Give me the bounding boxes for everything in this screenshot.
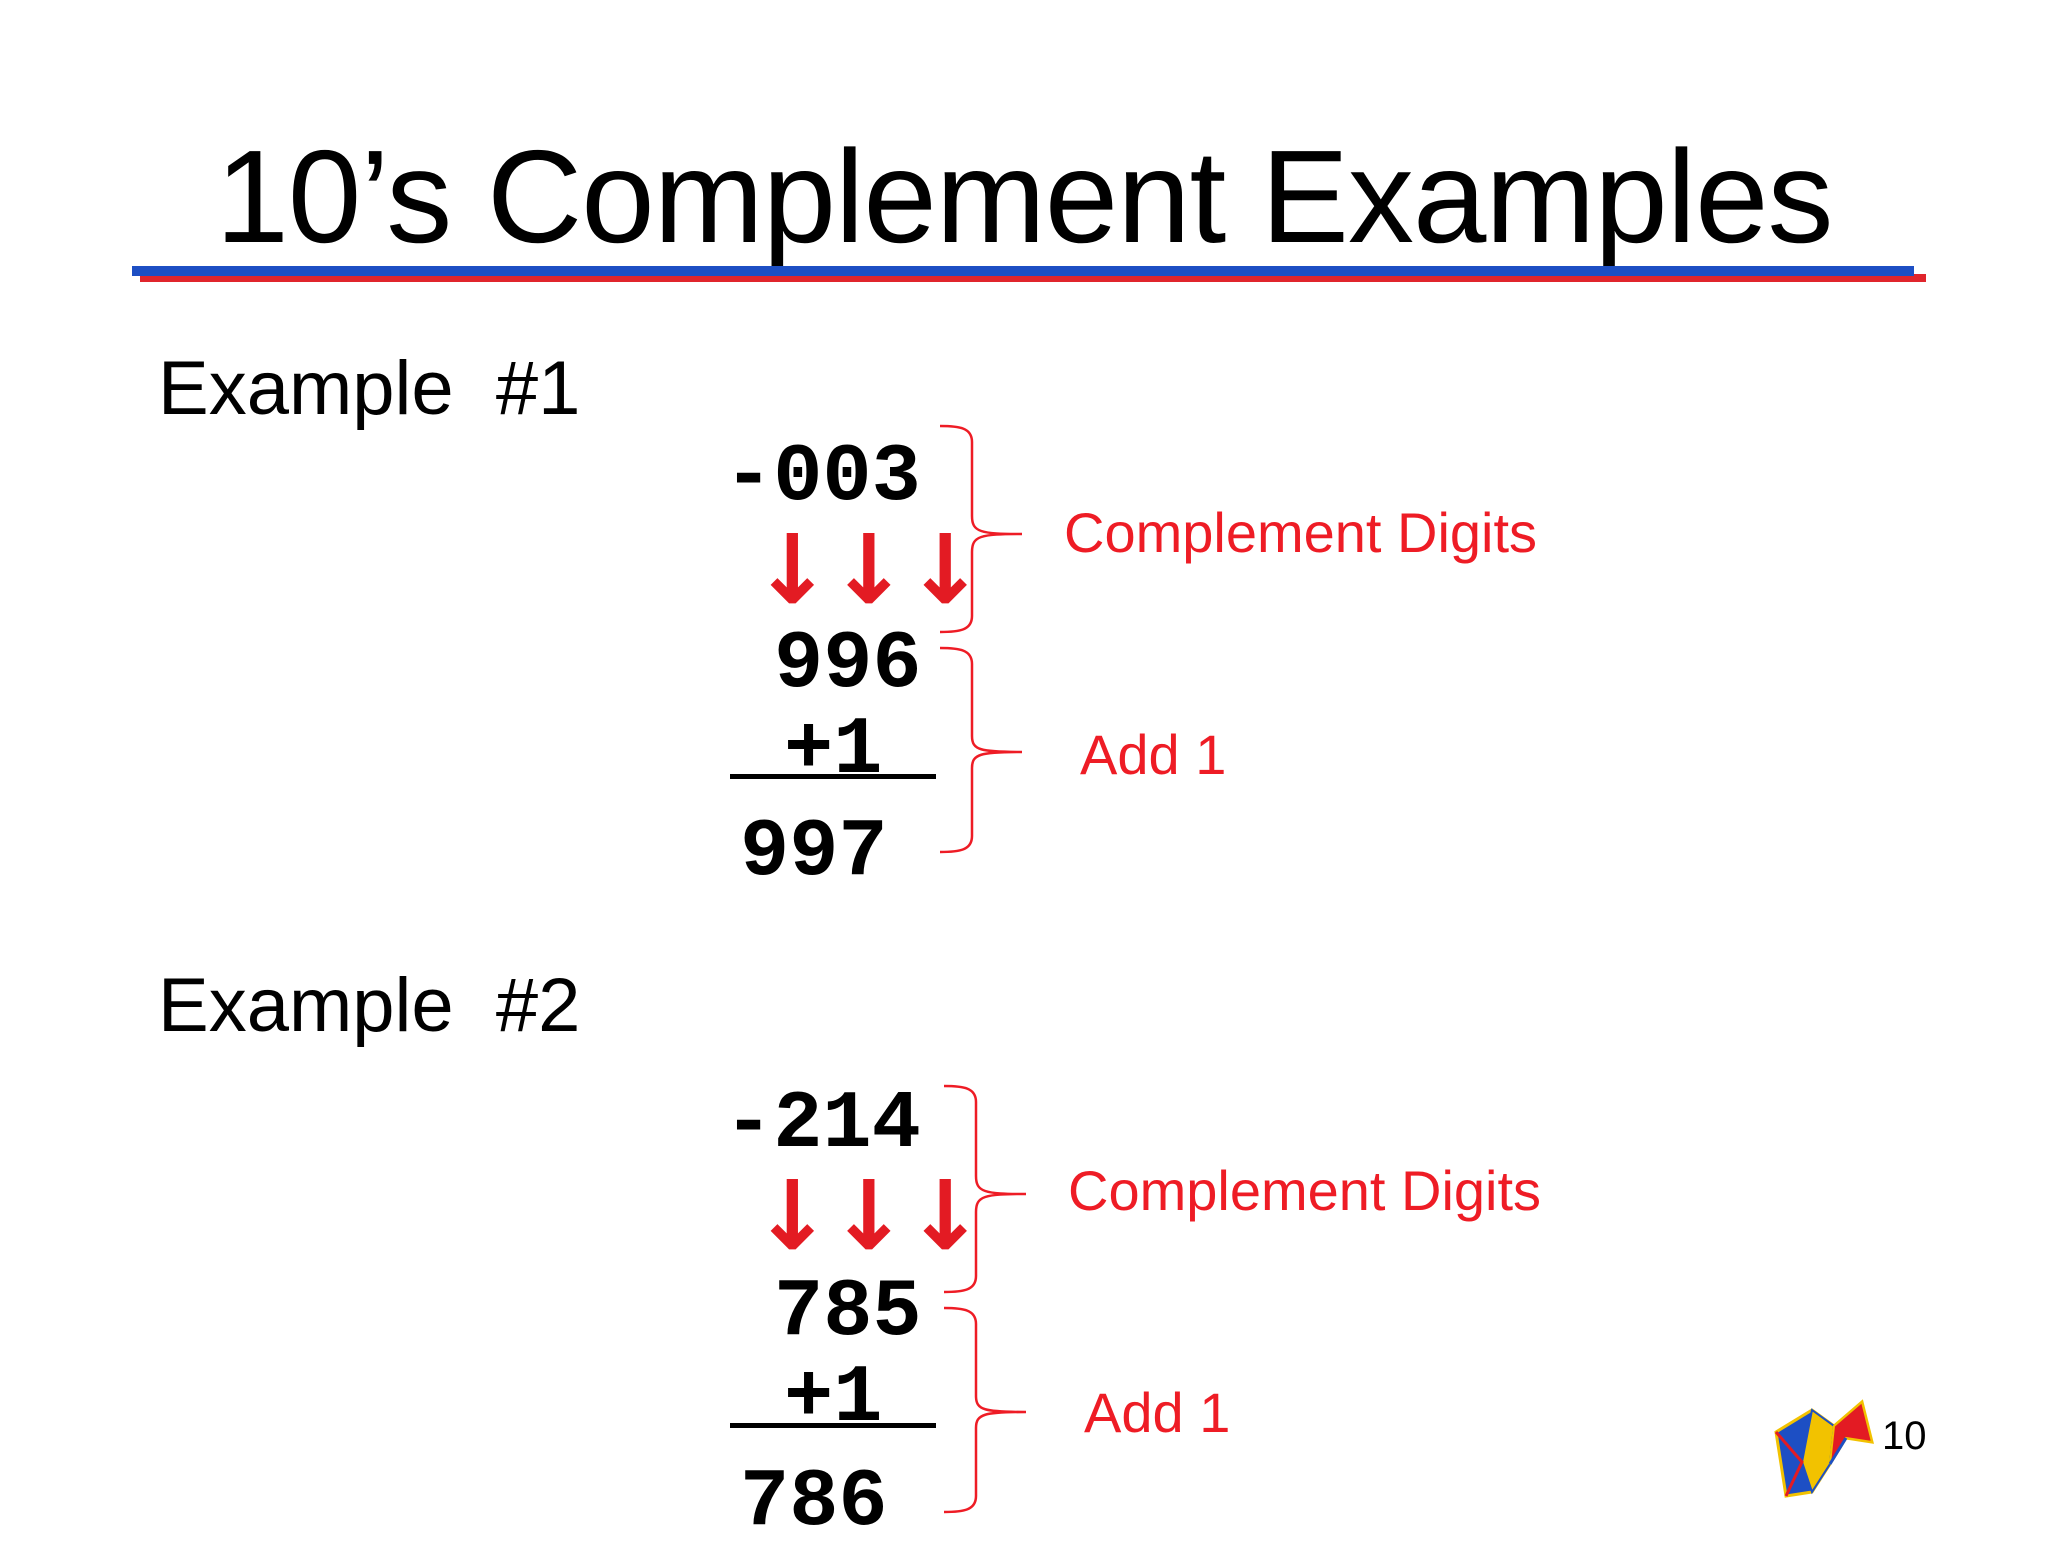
example-1-original: -003 <box>724 431 921 524</box>
title-underline-blue <box>132 266 1914 276</box>
example-1-addend: +1 <box>784 704 883 797</box>
example-1-result: 997 <box>740 806 888 899</box>
example-2-brace-complement <box>943 1084 1027 1294</box>
example-1-complement-note: Complement Digits <box>1064 501 1538 564</box>
example-1-label: Example #1 <box>158 346 581 431</box>
example-2-complemented: 785 <box>774 1266 922 1359</box>
slide-title: 10’s Complement Examples <box>215 123 1834 270</box>
title-underline-red <box>140 274 1926 282</box>
example-2-complement-note: Complement Digits <box>1068 1159 1542 1222</box>
example-1-add-note: Add 1 <box>1080 723 1227 786</box>
example-1-arrows: ↓↓↓ <box>752 514 985 626</box>
example-2-sum-line <box>730 1423 936 1428</box>
example-1-sum-line <box>730 774 936 779</box>
page-number: 10 <box>1882 1414 1927 1458</box>
example-1-brace-complement <box>939 424 1023 634</box>
example-2-label: Example #2 <box>158 963 581 1048</box>
example-1-brace-add <box>939 646 1023 854</box>
example-2-original: -214 <box>724 1078 921 1171</box>
logo-icon <box>1774 1399 1875 1498</box>
example-2-brace-add <box>943 1306 1027 1514</box>
example-2-result: 786 <box>740 1456 888 1549</box>
example-1-complemented: 996 <box>774 618 922 711</box>
example-2-add-note: Add 1 <box>1084 1381 1231 1444</box>
example-2-arrows: ↓↓↓ <box>752 1160 985 1272</box>
